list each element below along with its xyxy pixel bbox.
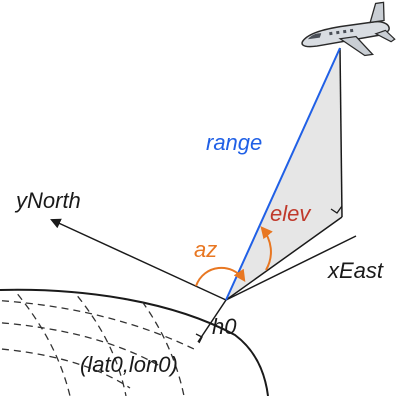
y-north-label: yNorth <box>14 188 81 213</box>
h0-label: h0 <box>212 314 237 339</box>
origin-label: (lat0,lon0) <box>80 352 178 377</box>
aircraft-vertical-line <box>339 47 343 218</box>
elevation-arc <box>260 226 273 271</box>
range-line <box>225 47 341 301</box>
x-east-axis <box>225 235 357 301</box>
range-projection-line <box>225 216 343 301</box>
h0-line <box>197 299 227 343</box>
earth-graticule <box>0 289 197 396</box>
elev-label: elev <box>270 201 312 226</box>
right-angle-marker-top <box>330 205 343 214</box>
range-label: range <box>206 130 262 155</box>
azimuth-arc <box>195 266 246 287</box>
x-east-label: xEast <box>327 258 384 283</box>
airplane-icon <box>301 1 396 57</box>
y-north-axis <box>50 218 227 301</box>
earth-surface <box>0 288 269 396</box>
right-angle-marker-bottom <box>195 333 203 344</box>
az-label: az <box>194 237 217 262</box>
